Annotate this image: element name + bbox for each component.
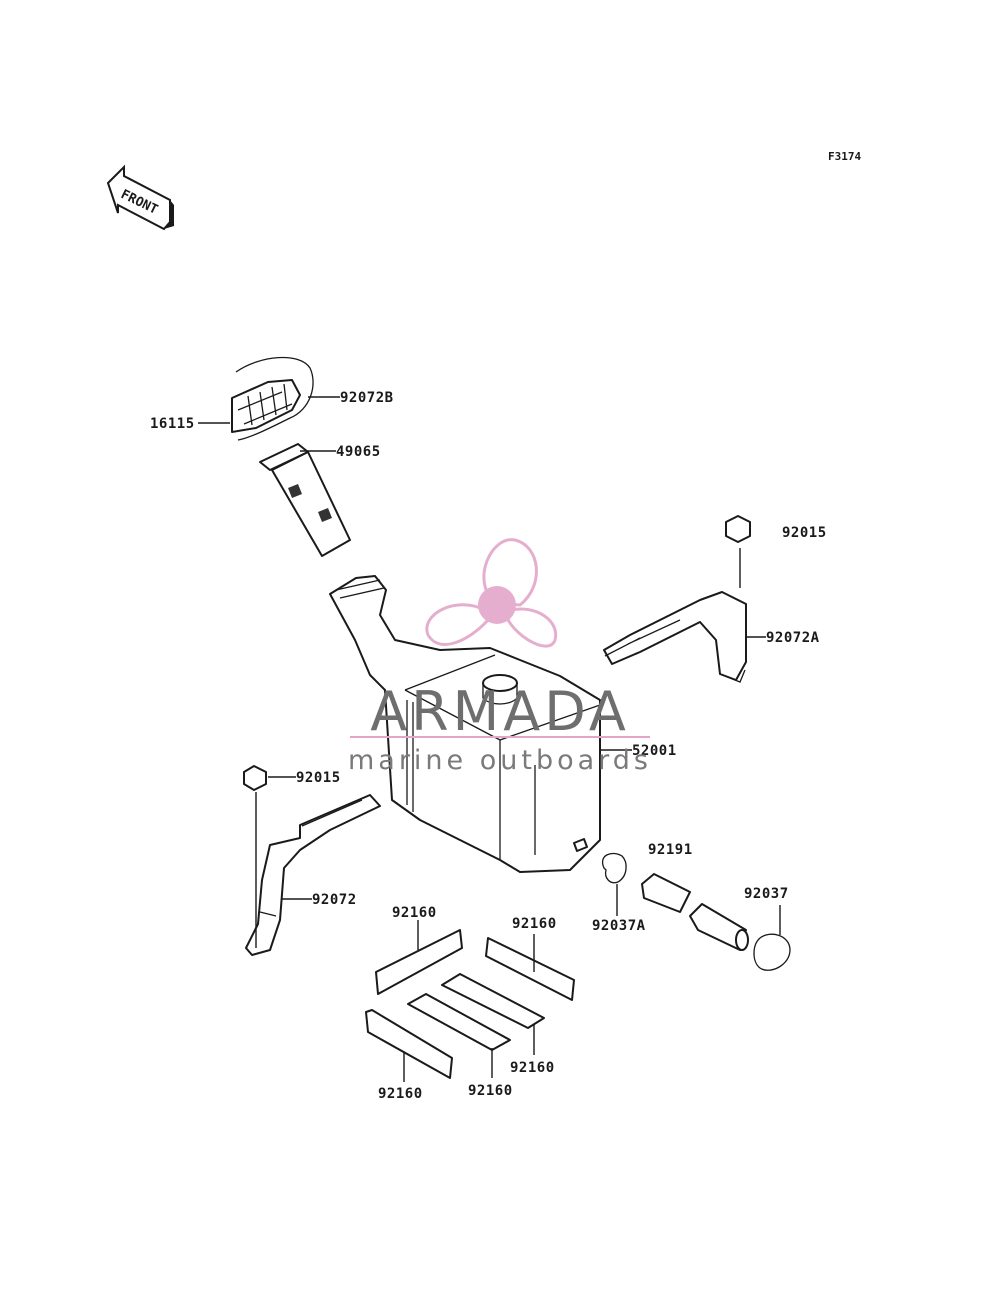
label-52001: 52001: [632, 743, 677, 759]
diagram-code: F3174: [828, 150, 861, 163]
bracket-right: [603, 515, 751, 683]
label-92160-a: 92160: [392, 905, 437, 921]
label-92072B: 92072B: [340, 390, 394, 406]
watermark-tagline: marine outboards: [348, 745, 652, 776]
front-arrow-icon: FRONT: [106, 164, 174, 231]
label-92072A: 92072A: [766, 630, 820, 646]
bracket-left: [243, 765, 381, 956]
label-92160-e: 92160: [378, 1086, 423, 1102]
label-49065: 49065: [336, 444, 381, 460]
filler-cap: [231, 356, 314, 441]
label-92037A: 92037A: [592, 918, 646, 934]
pads: [365, 929, 575, 1079]
watermark-brand: ARMADA: [370, 680, 630, 743]
watermark-propeller-icon: [425, 538, 558, 648]
leader-lines: [198, 396, 781, 1082]
label-92072: 92072: [312, 892, 357, 908]
label-16115: 16115: [150, 416, 195, 432]
label-92160-d: 92160: [468, 1083, 513, 1099]
hose-assembly: [601, 852, 791, 971]
oil-tank: [329, 575, 601, 873]
filler-strainer: [259, 443, 351, 557]
label-92160-c: 92160: [510, 1060, 555, 1076]
label-92191: 92191: [648, 842, 693, 858]
label-92160-b: 92160: [512, 916, 557, 932]
label-92015-left: 92015: [296, 770, 341, 786]
label-92037: 92037: [744, 886, 789, 902]
label-92015-right: 92015: [782, 525, 827, 541]
